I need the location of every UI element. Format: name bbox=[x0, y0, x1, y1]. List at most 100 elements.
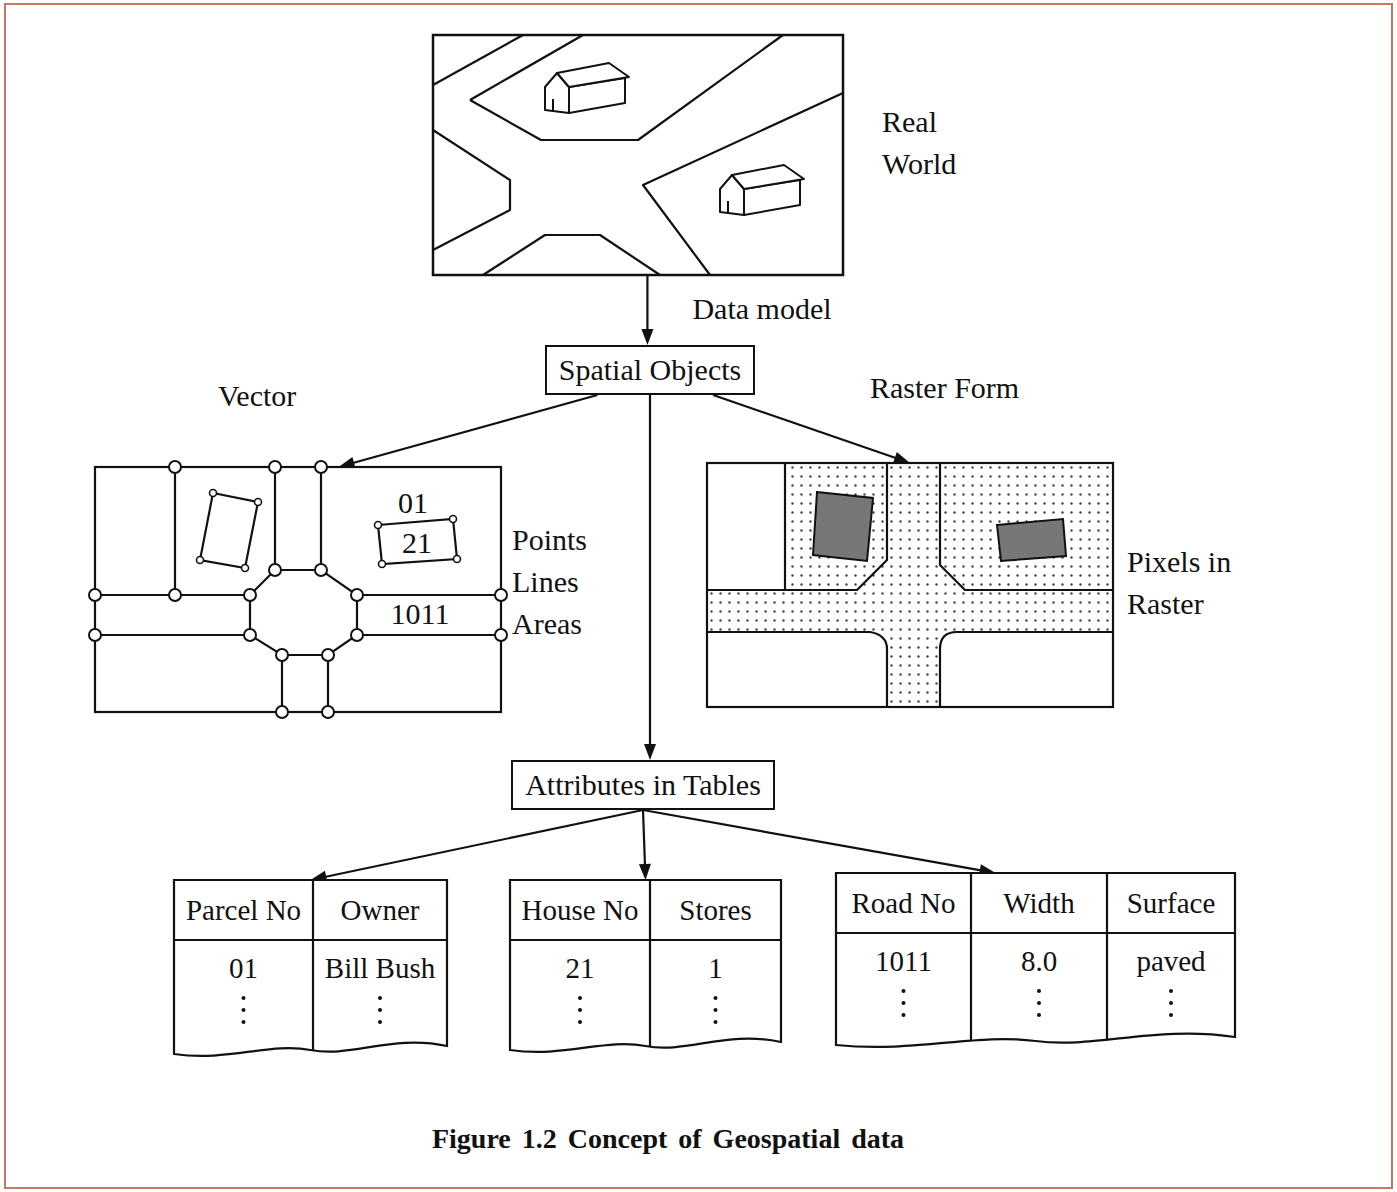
box-label: Spatial Objects bbox=[559, 353, 741, 387]
parcel-area bbox=[200, 493, 258, 568]
continuation-dot bbox=[378, 1008, 382, 1012]
connector-arrow bbox=[644, 395, 656, 760]
continuation-dot bbox=[1037, 989, 1041, 993]
table-cell: 1 bbox=[708, 952, 723, 984]
picture-border bbox=[433, 35, 843, 275]
raster-panel-art bbox=[707, 463, 1113, 707]
panel-label: Raster Form bbox=[870, 371, 1019, 405]
continuation-dot bbox=[902, 1001, 906, 1005]
connector-arrow bbox=[639, 810, 651, 880]
connector-arrow bbox=[643, 810, 996, 876]
vector-point bbox=[89, 629, 101, 641]
parcel-area bbox=[378, 519, 457, 564]
panel-border bbox=[95, 467, 501, 712]
vector-point bbox=[89, 589, 101, 601]
table-header: Owner bbox=[341, 894, 420, 926]
continuation-dot bbox=[578, 1008, 582, 1012]
continuation-dot bbox=[714, 996, 718, 1000]
table-header: Parcel No bbox=[186, 894, 301, 926]
vector-point bbox=[276, 706, 288, 718]
connector-line bbox=[646, 275, 648, 333]
continuation-dot bbox=[1169, 1013, 1173, 1017]
table-rule bbox=[174, 939, 447, 941]
vector-point bbox=[169, 589, 181, 601]
vector-point bbox=[169, 461, 181, 473]
house-door bbox=[552, 99, 554, 112]
road-edge bbox=[470, 35, 783, 140]
raster-edge bbox=[940, 632, 1113, 707]
connector-arrow bbox=[713, 395, 910, 463]
box-label: Attributes in Tables bbox=[525, 768, 761, 802]
house-roof bbox=[732, 165, 804, 189]
connector-arrow bbox=[311, 810, 644, 883]
attribute-table: Parcel No Owner 01 Bill Bush bbox=[174, 880, 447, 1060]
connector-arrow bbox=[339, 395, 598, 468]
vector-point bbox=[495, 589, 507, 601]
table-rule bbox=[649, 880, 651, 1062]
panel-label: Points Lines Areas bbox=[512, 519, 587, 645]
table-header: Road No bbox=[852, 887, 956, 919]
continuation-dot bbox=[1037, 1013, 1041, 1017]
vector-panel: VectorPoints Lines Areas01211011 bbox=[95, 467, 501, 712]
vector-line bbox=[281, 655, 283, 712]
connector-line bbox=[643, 810, 984, 871]
road-edge bbox=[433, 130, 510, 250]
callout-number: 01 bbox=[398, 488, 428, 518]
connector-line bbox=[322, 810, 643, 878]
connector-line bbox=[350, 395, 597, 464]
edge-label: Data model bbox=[689, 292, 834, 326]
continuation-dot bbox=[578, 1020, 582, 1024]
parcel-point bbox=[454, 556, 461, 563]
table-cell: Bill Bush bbox=[325, 952, 435, 984]
panel-border bbox=[707, 463, 1113, 707]
raster-edge bbox=[707, 463, 887, 590]
raster-edge bbox=[940, 463, 1113, 590]
vector-line bbox=[320, 467, 322, 570]
vector-point bbox=[351, 629, 363, 641]
connector-arrow bbox=[641, 275, 653, 345]
continuation-dot bbox=[1169, 1001, 1173, 1005]
table-cell: 1011 bbox=[875, 945, 932, 977]
table-header: Surface bbox=[1127, 887, 1216, 919]
vector-line bbox=[95, 634, 250, 636]
blank-block bbox=[707, 463, 785, 590]
vector-point bbox=[351, 589, 363, 601]
vector-line bbox=[357, 594, 501, 596]
table-grid bbox=[174, 880, 447, 1066]
figure-caption: Figure 1.2 Concept of Geospatial data bbox=[432, 1122, 904, 1156]
table-outline bbox=[510, 880, 781, 1052]
table-header: Stores bbox=[679, 894, 752, 926]
connector-line bbox=[649, 395, 651, 748]
table-cell: paved bbox=[1136, 945, 1205, 977]
continuation-dot bbox=[578, 996, 582, 1000]
house-roof bbox=[557, 63, 629, 87]
table-cell: 01 bbox=[229, 952, 258, 984]
vector-point bbox=[276, 649, 288, 661]
raster-panel: Raster FormPixels in Raster bbox=[707, 463, 1113, 707]
table-cell: 21 bbox=[566, 952, 595, 984]
vector-point bbox=[495, 629, 507, 641]
continuation-dot bbox=[242, 996, 246, 1000]
parcel-point bbox=[379, 561, 386, 568]
table-outline bbox=[836, 873, 1235, 1047]
parcel-point bbox=[242, 565, 249, 572]
vector-point bbox=[244, 589, 256, 601]
attribute-table: Road NoWidthSurface10118.0paved bbox=[836, 873, 1235, 1051]
real-world-picture-art bbox=[433, 35, 843, 275]
callout-number: 1011 bbox=[391, 599, 450, 629]
vector-point bbox=[315, 461, 327, 473]
connector-line bbox=[713, 395, 899, 459]
vector-line bbox=[274, 467, 276, 570]
table-rule bbox=[1106, 873, 1108, 1057]
continuation-dot bbox=[714, 1020, 718, 1024]
table-rule bbox=[970, 873, 972, 1057]
raster-edge bbox=[784, 463, 786, 590]
continuation-dot bbox=[902, 989, 906, 993]
panel-label: Pixels in Raster bbox=[1127, 541, 1259, 625]
process-box: Spatial Objects bbox=[545, 345, 755, 395]
house-door bbox=[727, 201, 729, 214]
parcel-point bbox=[375, 522, 382, 529]
road-edge bbox=[643, 93, 843, 275]
table-header: House No bbox=[522, 894, 639, 926]
